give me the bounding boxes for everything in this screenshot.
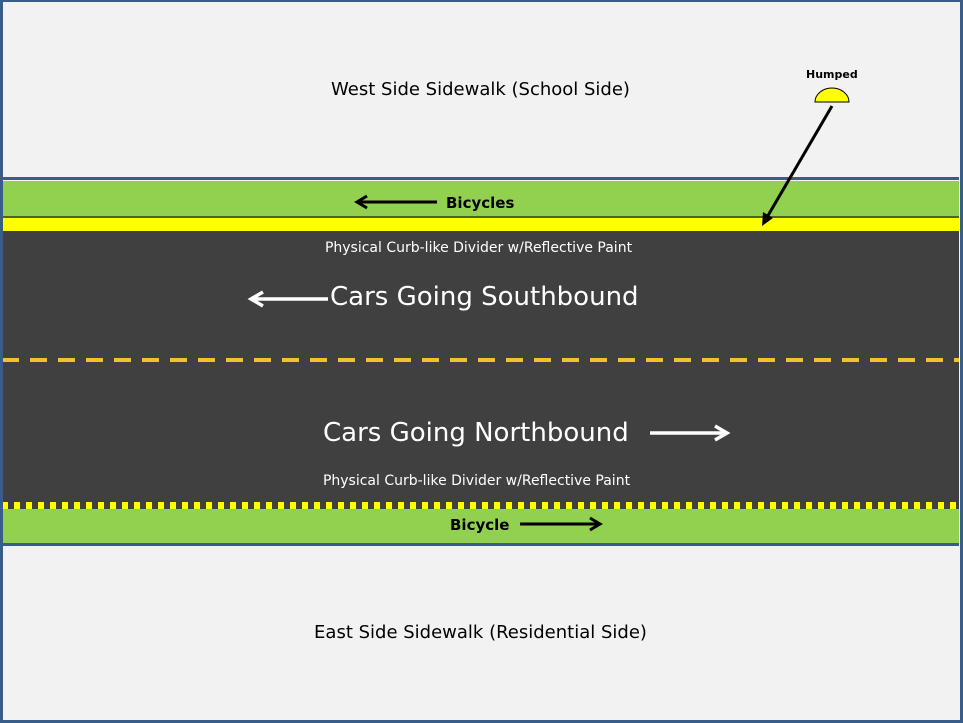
- bottom-divider-label: Physical Curb-like Divider w/Reflective …: [322, 473, 631, 489]
- humped-curb-divider: [2, 218, 959, 231]
- west-sidewalk: West Side Sidewalk (School Side): [2, 2, 959, 177]
- east-sidewalk-edge: [2, 543, 959, 546]
- west-sidewalk-label: West Side Sidewalk (School Side): [331, 79, 630, 100]
- reflective-dotted-divider: [2, 502, 959, 509]
- east-bike-lane-label: Bicycle: [450, 516, 510, 534]
- humped-label: Humped: [806, 68, 858, 81]
- east-bike-lane: [2, 509, 959, 543]
- northbound-lane-label: Cars Going Northbound: [323, 418, 629, 448]
- roadway: [2, 231, 959, 503]
- east-sidewalk-label: East Side Sidewalk (Residential Side): [314, 622, 647, 643]
- top-divider-label: Physical Curb-like Divider w/Reflective …: [324, 240, 633, 256]
- west-sidewalk-edge: [2, 177, 959, 180]
- southbound-lane-label: Cars Going Southbound: [330, 282, 639, 312]
- east-sidewalk: East Side Sidewalk (Residential Side): [2, 546, 959, 720]
- center-dashed-line: [2, 358, 959, 362]
- west-bike-lane-label: Bicycles: [446, 194, 515, 212]
